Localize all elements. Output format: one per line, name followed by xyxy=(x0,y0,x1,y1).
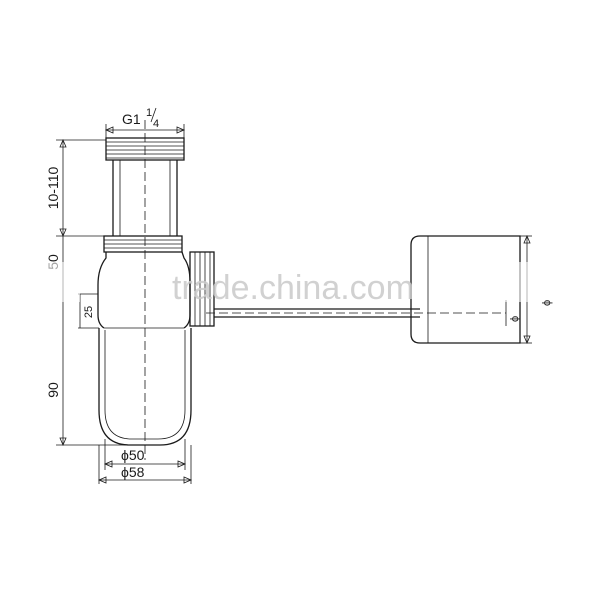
thread-fraction-den: 4 xyxy=(153,118,159,130)
dia-wall-b-label: ϕ xyxy=(541,300,553,306)
outlet-pipe xyxy=(214,308,420,318)
dim-thread-top: G1 1 4 xyxy=(104,107,186,138)
watermark-text: trade.china.com xyxy=(172,269,414,307)
dia-outer-label: ϕ58 xyxy=(121,464,145,480)
wall-flange xyxy=(410,235,521,344)
bottle-height-label: 90 xyxy=(45,382,61,398)
offset-label: 25 xyxy=(83,306,95,318)
side-outlet-nut xyxy=(189,251,215,327)
thread-fraction-num: 1 xyxy=(146,107,152,119)
dia-wall-a-label: ϕ xyxy=(509,316,521,322)
dia-inner-label: ϕ50 xyxy=(121,447,145,463)
height-adjust-label: 10-110 xyxy=(45,167,61,210)
watermark: trade.china.com xyxy=(40,262,544,307)
lower-threaded-collar xyxy=(103,235,183,253)
tailpiece-tube xyxy=(112,160,178,236)
thread-label: G1 xyxy=(122,111,141,127)
centre-lines xyxy=(144,120,506,460)
dim-bottom-diameters: ϕ50 ϕ58 xyxy=(97,439,193,484)
